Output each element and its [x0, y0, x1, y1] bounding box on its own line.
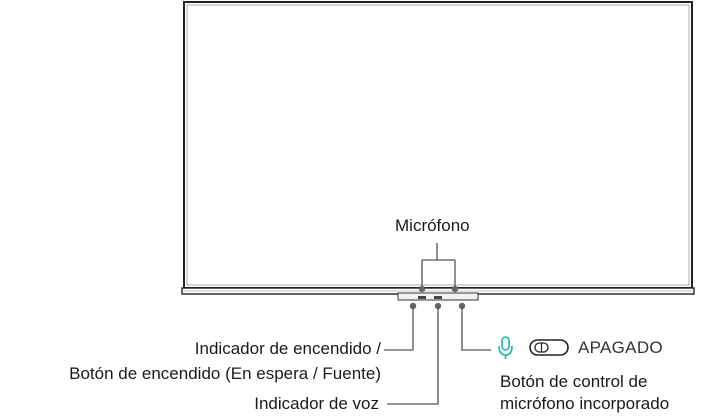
voice-indicator-leader — [387, 302, 442, 405]
microphone-label: Micrófono — [395, 216, 470, 235]
tv-screen — [183, 1, 693, 289]
power-indicator-leader — [384, 302, 417, 351]
power-indicator-label-line1: Indicador de encendido / — [194, 339, 381, 358]
microphone-hole-right — [451, 285, 459, 293]
tv-bottom-bezel — [181, 287, 695, 301]
power-indicator-label-line2: Botón de encendido (En espera / Fuente) — [69, 364, 381, 383]
toggle-switch-icon — [529, 339, 569, 356]
voice-indicator-label: Indicador de voz — [254, 394, 379, 413]
mic-switch-leader — [458, 302, 491, 351]
mic-switch-label-line2: micrófono incorporado — [500, 394, 670, 413]
microphone-icon — [498, 336, 513, 359]
microphone-leader-lines — [421, 243, 456, 287]
microphone-hole-left — [418, 285, 426, 293]
mic-switch-label-line1: Botón de control de — [500, 372, 648, 391]
switch-status-label: APAGADO — [578, 338, 663, 357]
